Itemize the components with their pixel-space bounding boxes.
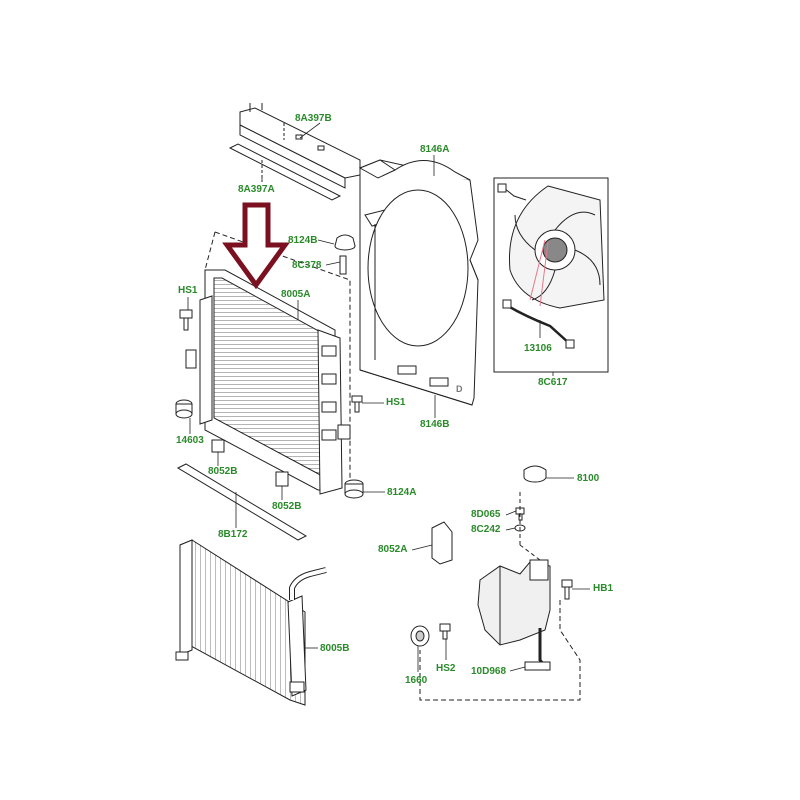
bolt-hs1-right xyxy=(351,395,363,413)
callout-8052b-left[interactable]: 8052B xyxy=(208,466,238,477)
callout-8d065[interactable]: 8D065 xyxy=(471,509,501,520)
inset-marker: D xyxy=(456,384,463,394)
callout-13106[interactable]: 13106 xyxy=(524,343,552,354)
upper-air-deflector xyxy=(239,103,361,189)
callout-8005b[interactable]: 8005B xyxy=(320,643,350,654)
highlight-arrow-icon xyxy=(222,202,290,290)
callout-8c378[interactable]: 8C378 xyxy=(292,260,322,271)
bolt-hb1 xyxy=(561,579,573,600)
callout-1660[interactable]: 1660 xyxy=(405,675,428,686)
callout-8a397a[interactable]: 8A397A xyxy=(238,184,275,195)
fan-shroud xyxy=(358,159,479,406)
callout-8124b[interactable]: 8124B xyxy=(288,235,318,246)
deflector-seal xyxy=(228,143,342,201)
callout-8b172[interactable]: 8B172 xyxy=(218,529,248,540)
condenser-8005b xyxy=(175,539,327,706)
lower-seal-8b172 xyxy=(176,463,308,541)
coolant-cap-8100 xyxy=(523,465,547,483)
callout-8052a[interactable]: 8052A xyxy=(378,544,408,555)
upper-mount-8124b xyxy=(334,234,356,251)
callout-8c617[interactable]: 8C617 xyxy=(538,377,568,388)
bracket-8052b-right xyxy=(275,471,289,487)
callout-8a397b-top[interactable]: 8A397B xyxy=(295,113,332,124)
callout-14603[interactable]: 14603 xyxy=(176,435,204,446)
main-radiator xyxy=(185,269,351,495)
mount-8124a xyxy=(344,479,364,499)
fan-callout-lines xyxy=(529,239,549,307)
hose-10d968 xyxy=(524,661,551,671)
callout-hs1-right[interactable]: HS1 xyxy=(386,397,406,408)
callout-hs2[interactable]: HS2 xyxy=(436,663,456,674)
grommet-1660 xyxy=(410,625,430,647)
callout-8146b[interactable]: 8146B xyxy=(420,419,450,430)
pin-8c378 xyxy=(339,255,347,275)
callout-8124a[interactable]: 8124A xyxy=(387,487,417,498)
callout-8052b-right[interactable]: 8052B xyxy=(272,501,302,512)
leader-lines xyxy=(187,122,590,672)
bolt-hs1-left xyxy=(179,309,193,331)
callout-8005a[interactable]: 8005A xyxy=(281,289,311,300)
cooling-fan-13106 xyxy=(497,183,605,349)
bracket-8052a xyxy=(431,521,453,565)
expansion-tank xyxy=(477,559,551,671)
callout-hs1-left[interactable]: HS1 xyxy=(178,285,198,296)
callout-8c242[interactable]: 8C242 xyxy=(471,524,501,535)
bracket-8052b-left xyxy=(211,439,225,453)
callout-hb1[interactable]: HB1 xyxy=(593,583,614,594)
callout-10d968[interactable]: 10D968 xyxy=(471,666,507,677)
callout-8100[interactable]: 8100 xyxy=(577,473,600,484)
callout-8146a-top[interactable]: 8146A xyxy=(420,144,450,155)
bolt-hs2 xyxy=(439,623,451,640)
mount-14603 xyxy=(175,399,193,419)
